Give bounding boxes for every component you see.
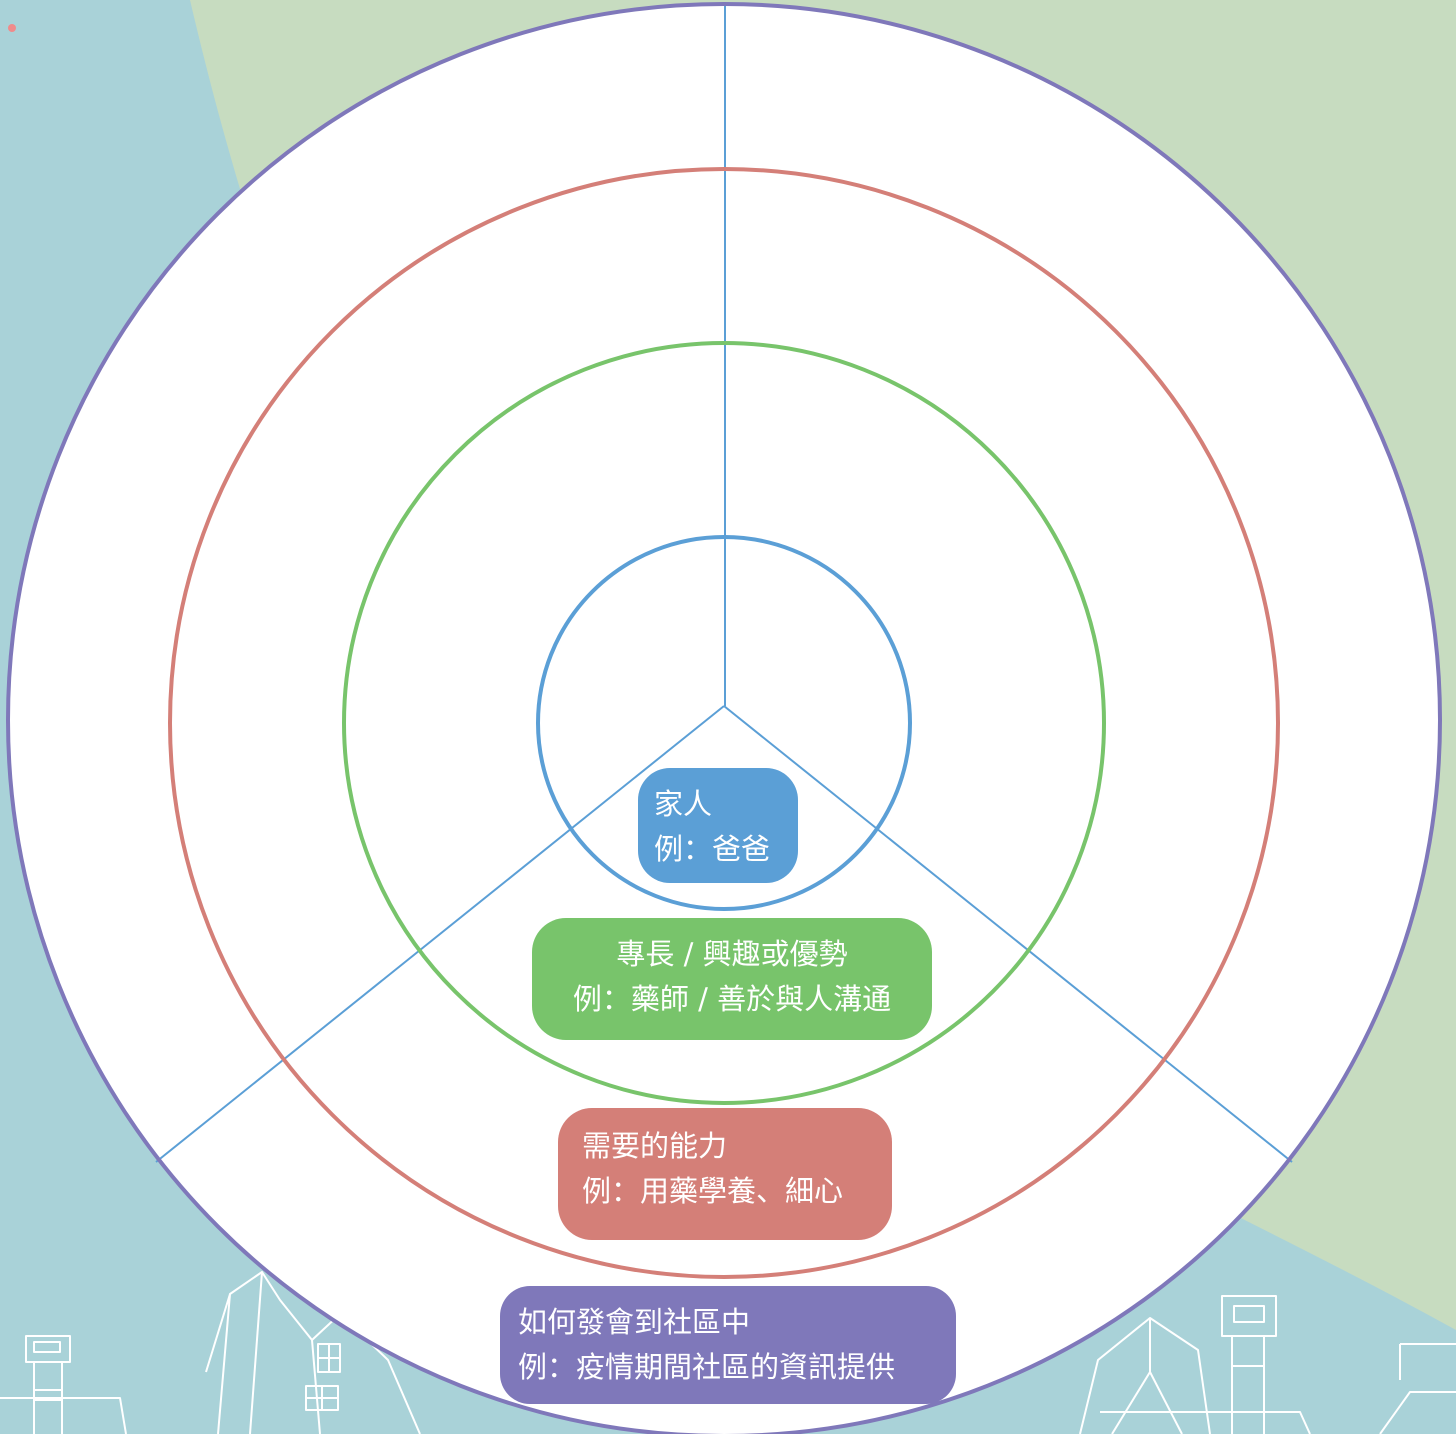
house-sketches xyxy=(0,1271,1456,1434)
skills-ring xyxy=(342,341,1106,1105)
family-ring xyxy=(536,535,912,911)
family-title: 家人 xyxy=(654,787,713,821)
house-sketch xyxy=(1079,1317,1211,1434)
community-title: 如何發會到社區中 xyxy=(518,1305,751,1339)
abilities-title: 需要的能力 xyxy=(582,1129,728,1163)
window-sketch xyxy=(306,1344,340,1410)
chimney-sketch xyxy=(1231,1336,1265,1434)
chimney-sketch xyxy=(1233,1305,1265,1323)
house-sketch xyxy=(205,1271,421,1434)
outer-disk xyxy=(8,4,1440,1434)
sector-dividers xyxy=(155,6,1293,1163)
chimney-sketch xyxy=(33,1341,61,1353)
skills-label: 專長 / 興趣或優勢 例：藥師 / 善於與人溝通 xyxy=(532,918,932,1040)
abilities-ring xyxy=(168,167,1280,1279)
divider-right xyxy=(723,705,1293,1163)
abilities-label: 需要的能力 例：用藥學養、細心 xyxy=(558,1108,892,1240)
sketch-dot xyxy=(8,24,16,32)
chimney-sketch xyxy=(1221,1295,1277,1337)
family-label: 家人 例：爸爸 xyxy=(638,768,798,883)
community-label: 如何發會到社區中 例：疫情期間社區的資訊提供 xyxy=(500,1286,956,1404)
skills-title: 專長 / 興趣或優勢 xyxy=(616,937,848,971)
community-example: 例：疫情期間社區的資訊提供 xyxy=(518,1349,896,1384)
rings xyxy=(6,2,1442,1434)
skills-example: 例：藥師 / 善於與人溝通 xyxy=(572,981,892,1016)
divider-left xyxy=(155,705,725,1163)
abilities-example: 例：用藥學養、細心 xyxy=(582,1173,844,1208)
rooftop-sketch xyxy=(0,1397,127,1434)
community-ring xyxy=(6,2,1442,1434)
chimney-sketch xyxy=(25,1335,71,1363)
family-example: 例：爸爸 xyxy=(654,831,771,866)
rooftop-sketch xyxy=(1100,1343,1456,1434)
